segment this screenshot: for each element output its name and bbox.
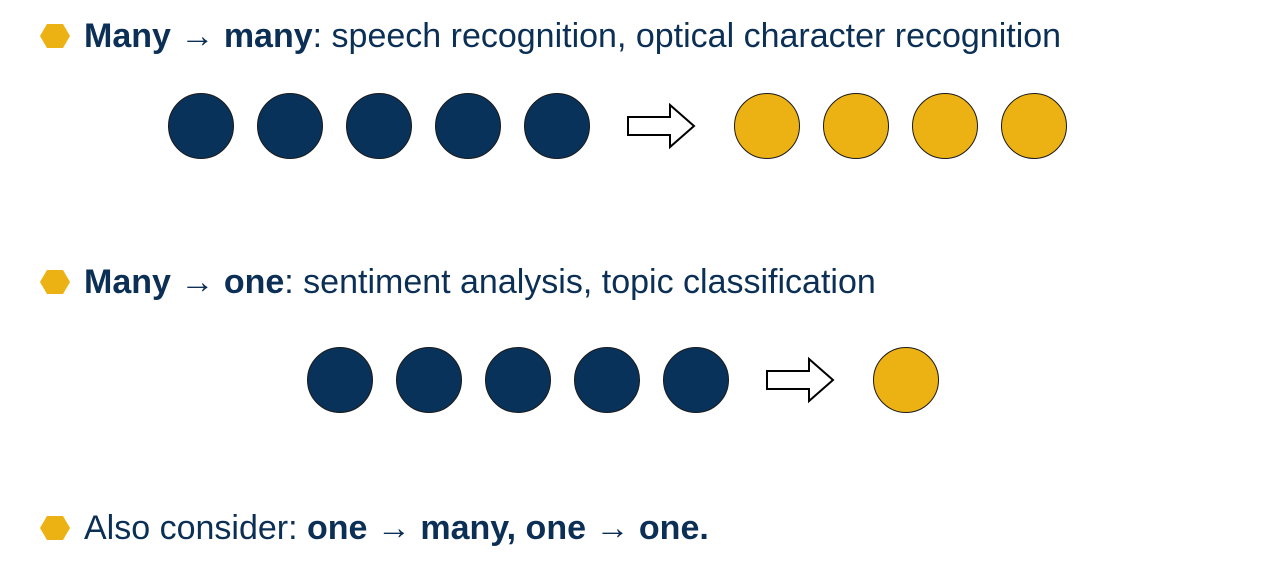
term-many-one: many, one bbox=[420, 509, 586, 547]
arrow-glyph: → bbox=[595, 509, 630, 547]
output-token-circle bbox=[873, 347, 939, 413]
input-token-circle bbox=[168, 93, 234, 159]
arrow-glyph: → bbox=[180, 263, 215, 301]
bullet-description: : speech recognition, optical character … bbox=[312, 17, 1062, 55]
term-many: Many bbox=[84, 263, 171, 301]
input-token-circle bbox=[435, 93, 501, 159]
term-one: one. bbox=[638, 509, 709, 547]
hollow-right-arrow-icon bbox=[627, 102, 696, 150]
arrow-glyph: → bbox=[376, 509, 411, 547]
hexagon-bullet-icon bbox=[40, 516, 70, 540]
hollow-right-arrow-icon bbox=[766, 356, 835, 404]
bullet-many-to-many: Many → many : speech recognition, optica… bbox=[40, 16, 1061, 56]
bullet-description: : sentiment analysis, topic classificati… bbox=[284, 263, 876, 301]
bullet-many-to-one: Many → one : sentiment analysis, topic c… bbox=[40, 262, 876, 302]
term-many: Many bbox=[84, 17, 171, 55]
bullet-also-consider: Also consider: one → many, one → one. bbox=[40, 508, 709, 548]
input-token-circle bbox=[663, 347, 729, 413]
bullet-lead: Also consider: bbox=[84, 509, 307, 547]
diagram-many-to-many bbox=[168, 93, 1067, 159]
input-token-circle bbox=[396, 347, 462, 413]
input-token-circle bbox=[524, 93, 590, 159]
output-token-circle bbox=[912, 93, 978, 159]
hexagon-bullet-icon bbox=[40, 270, 70, 294]
term-many: many bbox=[223, 17, 313, 55]
input-token-circle bbox=[485, 347, 551, 413]
input-token-circle bbox=[346, 93, 412, 159]
output-token-circle bbox=[734, 93, 800, 159]
arrow-glyph: → bbox=[180, 17, 215, 55]
output-token-circle bbox=[1001, 93, 1067, 159]
input-token-circle bbox=[257, 93, 323, 159]
input-token-circle bbox=[574, 347, 640, 413]
diagram-many-to-one bbox=[307, 347, 939, 413]
output-token-circle bbox=[823, 93, 889, 159]
term-one: one bbox=[223, 263, 285, 301]
input-token-circle bbox=[307, 347, 373, 413]
term-one: one bbox=[307, 509, 368, 547]
hexagon-bullet-icon bbox=[40, 24, 70, 48]
